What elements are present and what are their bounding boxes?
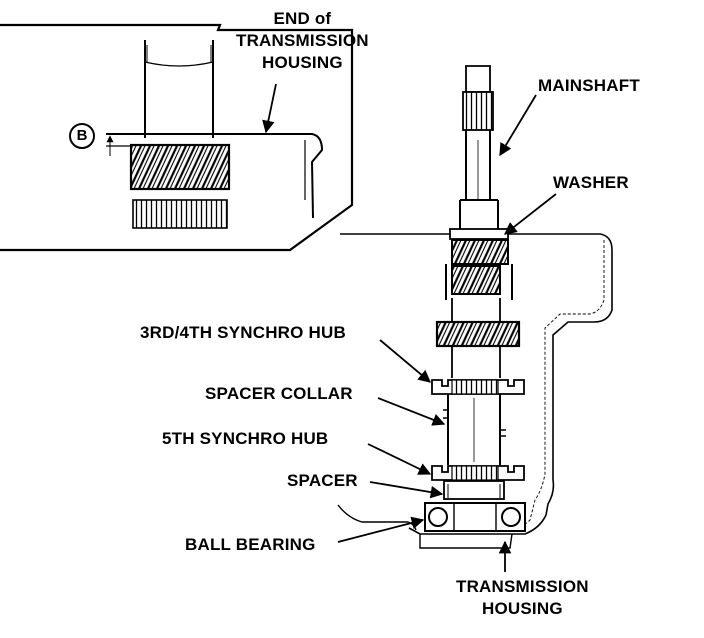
inset-housing-surface (106, 133, 324, 219)
label-spacer-collar: SPACER COLLAR (205, 384, 353, 403)
leader-washer (504, 193, 557, 235)
gear-stack (435, 239, 521, 348)
inset-gear (129, 143, 231, 191)
synchro-hub-34-part (431, 346, 525, 395)
label-housing-line-2: HOUSING (482, 599, 563, 618)
label-end-line-1: END of (273, 9, 332, 28)
label-housing-line-1: TRANSMISSION (456, 577, 589, 596)
label-end-line-2: TRANSMISSION (236, 31, 369, 50)
leader-ball-bearing (337, 516, 425, 543)
label-end-line-3: HOUSING (262, 53, 343, 72)
label-mainshaft: MAINSHAFT (538, 76, 640, 95)
inset-detail (0, 23, 354, 252)
washer-part (449, 228, 509, 240)
label-synchro-hub-5: 5TH SYNCHRO HUB (162, 429, 329, 448)
inset-frame (0, 23, 354, 252)
label-synchro-hub-34: 3RD/4TH SYNCHRO HUB (140, 323, 346, 342)
leader-lines (337, 94, 557, 572)
inset-shaft (144, 40, 214, 138)
label-ball-bearing: BALL BEARING (185, 535, 316, 554)
inset-splined-hub (132, 199, 228, 229)
dimension-marker-b: B (69, 123, 95, 149)
leader-mainshaft (499, 94, 537, 157)
synchro-hub-5-part (431, 465, 525, 481)
leader-spacer-collar (377, 397, 446, 426)
leader-spacer (369, 481, 444, 499)
mainshaft (459, 65, 499, 230)
label-end-of-transmission-housing: END of TRANSMISSION HOUSING (236, 8, 369, 74)
label-washer: WASHER (553, 173, 629, 192)
spacer-part (443, 480, 505, 500)
spacer-collar-part (443, 394, 506, 465)
label-transmission-housing: TRANSMISSION HOUSING (456, 576, 589, 620)
label-spacer: SPACER (287, 471, 358, 490)
ball-bearing-part (424, 502, 526, 532)
leader-synchro-hub-34 (379, 339, 431, 383)
leader-synchro-hub-5 (367, 443, 432, 475)
